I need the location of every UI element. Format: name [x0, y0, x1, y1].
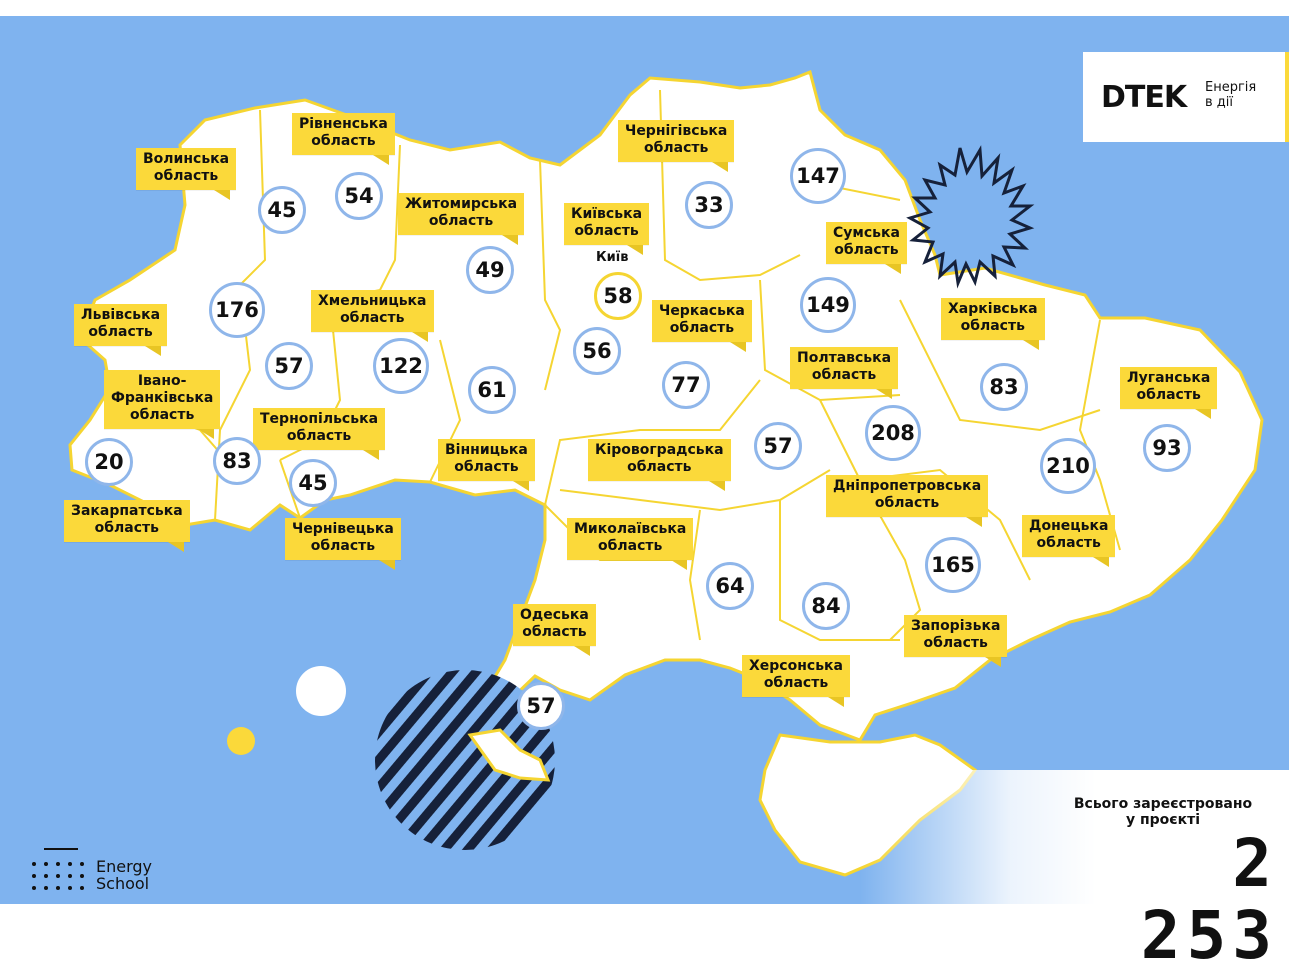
white-dot-decoration [296, 666, 346, 716]
region-value-zaporizhzhia: 165 [925, 537, 981, 593]
region-value-lviv: 176 [209, 282, 265, 338]
region-value-zhytomyr: 49 [466, 246, 514, 294]
region-value-chernihiv: 33 [685, 181, 733, 229]
striped-circle-decoration [375, 670, 555, 850]
top-frame-strip [0, 0, 1289, 16]
yellow-dot-decoration [227, 727, 255, 755]
kyiv-city-value: 58 [594, 272, 642, 320]
region-label-dnipropetrovsk: Дніпропетровська область [826, 475, 989, 527]
total-caption: Всього зареєстровано у проєкті [1073, 796, 1253, 828]
region-label-chernihiv: Чернігівська область [618, 120, 735, 172]
region-label-chernivtsi: Чернівецька область [285, 518, 401, 570]
region-label-rivne: Рівненська область [292, 113, 395, 165]
region-value-ivano-frankivsk: 83 [213, 437, 261, 485]
region-label-ivano-frankivsk: Івано- Франківська область [104, 370, 221, 439]
region-label-luhansk: Луганська область [1120, 367, 1218, 419]
region-value-kirovohrad: 57 [754, 422, 802, 470]
energy-school-name: Energy School [96, 857, 153, 893]
region-label-kherson: Херсонська область [742, 655, 851, 707]
energy-school-logo: Energy School [30, 846, 190, 902]
region-value-cherkasy: 77 [662, 361, 710, 409]
region-value-poltava: 149 [800, 277, 856, 333]
region-value-luhansk: 93 [1143, 424, 1191, 472]
region-value-kharkiv: 83 [980, 363, 1028, 411]
total-panel [860, 770, 1289, 904]
region-label-lviv: Львівська область [74, 304, 168, 356]
region-label-zhytomyr: Житомирська область [398, 193, 525, 245]
energy-school-line-mark [44, 848, 78, 850]
region-label-donetsk: Донецька область [1022, 515, 1116, 567]
kyiv-city-label: Київ [596, 250, 629, 265]
region-label-mykolaiv: Миколаївська область [567, 518, 694, 570]
region-label-khmelnytskyi: Хмельницька область [311, 290, 434, 342]
dtek-logo: DTEK Енергія в дії [1083, 52, 1289, 142]
region-value-donetsk: 210 [1040, 438, 1096, 494]
region-value-sumy: 147 [790, 148, 846, 204]
region-value-odesa: 57 [517, 682, 565, 730]
region-value-kherson: 84 [802, 582, 850, 630]
region-value-rivne: 54 [335, 172, 383, 220]
ukraine-land [68, 69, 1264, 742]
dtek-logo-mark: DTEK [1101, 80, 1187, 115]
region-label-ternopil: Тернопільська область [253, 408, 386, 460]
region-value-ternopil: 57 [265, 342, 313, 390]
region-label-volyn: Волинська область [136, 148, 237, 200]
crimea-west-land [467, 728, 551, 782]
sunburst-decoration [906, 145, 1035, 289]
region-label-odesa: Одеська область [513, 604, 596, 656]
region-label-kyiv-oblast: Київська область [564, 203, 650, 255]
region-label-sumy: Сумська область [826, 222, 907, 274]
region-label-vinnytsia: Вінницька область [438, 439, 535, 491]
region-label-zaporizhzhia: Запорізька область [904, 615, 1008, 667]
region-label-poltava: Полтавська область [790, 347, 899, 399]
region-label-cherkasy: Черкаська область [652, 300, 752, 352]
region-label-kirovohrad: Кіровоградська область [588, 439, 731, 491]
region-value-mykolaiv: 64 [706, 562, 754, 610]
region-label-zakarpattia: Закарпатська область [64, 500, 190, 552]
total-number: 2 253 [1140, 825, 1278, 974]
region-value-khmelnytskyi: 122 [373, 338, 429, 394]
energy-school-dots-icon [32, 862, 84, 890]
region-value-volyn: 45 [258, 186, 306, 234]
region-value-dnipropetrovsk: 208 [865, 405, 921, 461]
bottom-frame-strip [0, 904, 1289, 916]
dtek-logo-tagline: Енергія в дії [1205, 80, 1257, 110]
region-value-chernivtsi: 45 [289, 459, 337, 507]
region-value-zakarpattia: 20 [85, 438, 133, 486]
region-value-vinnytsia: 61 [468, 366, 516, 414]
region-label-kharkiv: Харківська область [941, 298, 1045, 350]
region-value-kyiv-oblast: 56 [573, 327, 621, 375]
